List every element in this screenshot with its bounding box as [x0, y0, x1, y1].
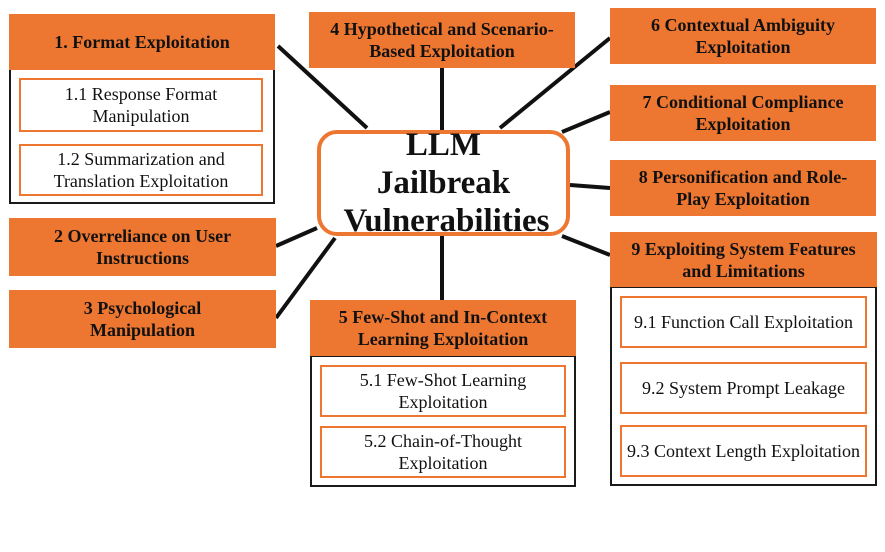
node-9-sub-1: 9.1 Function Call Exploitation: [620, 296, 867, 348]
node-2-title-text: 2 Overreliance on User Instructions: [53, 226, 232, 268]
node-1-sub-2: 1.2 Summarization and Translation Exploi…: [19, 144, 263, 196]
link-1: [276, 44, 369, 130]
node-6-title: 6 Contextual Ambiguity Exploitation: [610, 8, 876, 64]
node-1-group: 1.1 Response Format Manipulation 1.2 Sum…: [9, 68, 275, 204]
center-title: LLM Jailbreak Vulnerabilities: [343, 127, 550, 239]
node-7-title-text: 7 Conditional Compliance Exploitation: [642, 92, 844, 134]
node-1-title: 1. Format Exploitation: [9, 14, 275, 70]
center-node: LLM Jailbreak Vulnerabilities: [317, 127, 570, 239]
node-5-sub-2: 5.2 Chain-of-Thought Exploitation: [320, 426, 566, 478]
node-9-sub-2: 9.2 System Prompt Leakage: [620, 362, 867, 414]
node-3-title: 3 Psychological Manipulation: [9, 290, 276, 348]
node-5-title: 5 Few-Shot and In-Context Learning Explo…: [310, 300, 576, 356]
node-4-title: 4 Hypothetical and Scenario-Based Exploi…: [309, 12, 575, 68]
node-9-title: 9 Exploiting System Features and Limitat…: [610, 232, 877, 287]
node-9-sub-3: 9.3 Context Length Exploitation: [620, 425, 867, 477]
link-2: [275, 226, 318, 248]
node-6-title-text: 6 Contextual Ambiguity Exploitation: [650, 15, 836, 57]
node-2-title: 2 Overreliance on User Instructions: [9, 218, 276, 276]
link-8: [569, 183, 611, 190]
node-8-title-text: 8 Personification and Role-Play Exploita…: [638, 167, 848, 209]
node-3-title-text: 3 Psychological Manipulation: [83, 298, 202, 340]
node-1-sub-1: 1.1 Response Format Manipulation: [19, 78, 263, 132]
node-5-title-text: 5 Few-Shot and In-Context Learning Explo…: [338, 307, 548, 349]
node-4-title-text: 4 Hypothetical and Scenario-Based Exploi…: [330, 19, 554, 61]
link-7: [561, 110, 611, 134]
node-1-title-text: 1. Format Exploitation: [54, 32, 230, 52]
node-5-group: 5.1 Few-Shot Learning Exploitation 5.2 C…: [310, 355, 576, 487]
link-3: [274, 236, 337, 320]
node-8-title: 8 Personification and Role-Play Exploita…: [610, 160, 876, 216]
link-6: [498, 36, 612, 130]
node-9-title-text: 9 Exploiting System Features and Limitat…: [631, 238, 856, 281]
node-9-group: 9.1 Function Call Exploitation 9.2 Syste…: [610, 286, 877, 486]
node-7-title: 7 Conditional Compliance Exploitation: [610, 85, 876, 141]
node-5-sub-1: 5.1 Few-Shot Learning Exploitation: [320, 365, 566, 417]
link-9: [561, 234, 611, 257]
